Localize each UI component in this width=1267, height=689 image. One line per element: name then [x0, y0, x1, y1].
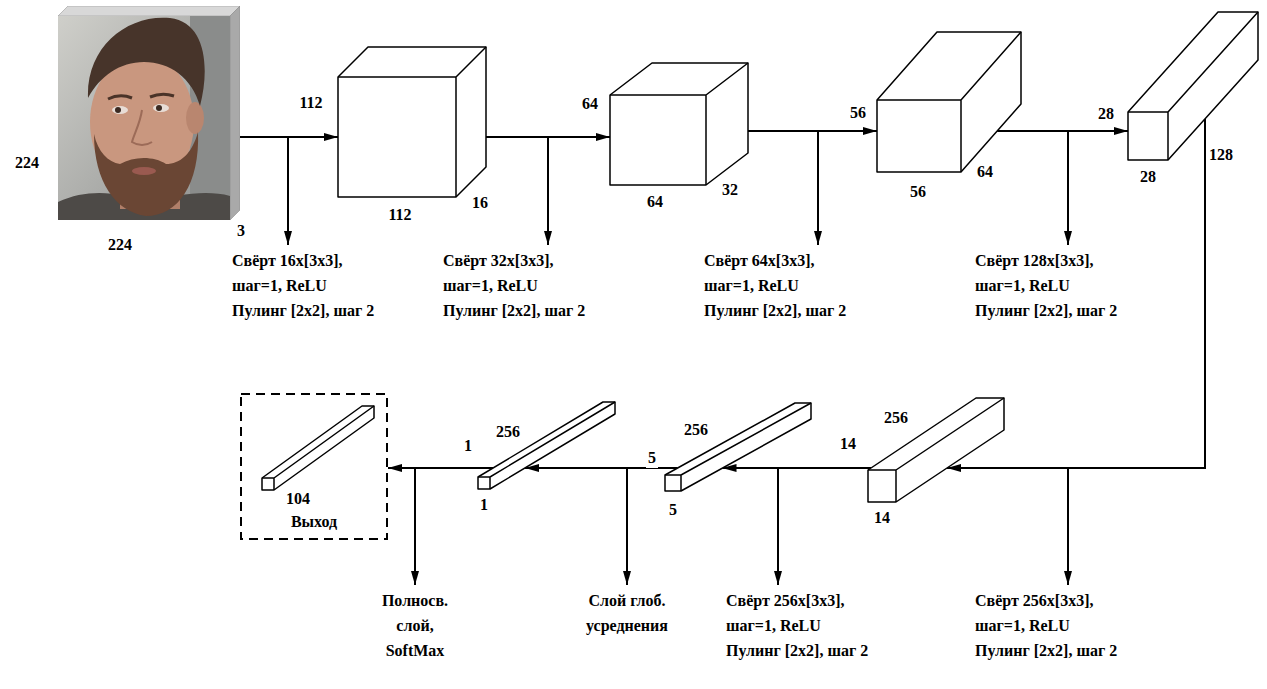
dimension-label: 5 — [646, 448, 658, 468]
dimension-label: 56 — [908, 182, 928, 202]
cuboid-outline — [338, 47, 486, 197]
flow-arrow — [723, 467, 871, 469]
dimension-label: 3 — [235, 221, 247, 241]
label-pointer — [1067, 131, 1069, 245]
photo-eye — [153, 104, 169, 112]
output-frame: Выход 104 — [240, 393, 388, 540]
cuboid-outline — [262, 406, 374, 490]
dimension-label: 32 — [720, 180, 740, 200]
cuboid-edge — [262, 406, 374, 490]
dimension-label: 56 — [848, 103, 868, 123]
layer-caption: Свёрт 32x[3x3], шаг=1, ReLU Пулинг [2x2]… — [443, 248, 588, 323]
cuboid-outline — [665, 403, 811, 491]
dimension-label: 14 — [838, 434, 858, 454]
feature-map-block: 565664 — [877, 32, 1021, 172]
flow-arrow — [748, 130, 877, 132]
photo-brow — [108, 96, 132, 99]
face-photo — [58, 6, 240, 220]
photo-background — [58, 16, 230, 220]
dimension-label: 14 — [872, 508, 892, 528]
label-pointer — [414, 468, 416, 585]
dimension-label: 64 — [645, 192, 665, 212]
cuboid-outline — [262, 406, 374, 490]
layer-caption: Свёрт 16x[3x3], шаг=1, ReLU Пулинг [2x2]… — [232, 248, 377, 323]
flow-arrow — [388, 467, 493, 469]
dimension-label: 128 — [1207, 145, 1235, 165]
cuboid-outline — [338, 47, 486, 197]
cuboid-outline — [868, 398, 1004, 502]
label-pointer — [1067, 468, 1069, 585]
dimension-label: 64 — [975, 162, 995, 182]
label-pointer — [547, 137, 549, 245]
output-vector: 104 — [262, 406, 374, 490]
dimension-label: 256 — [882, 408, 910, 428]
cuboid-edge — [478, 402, 615, 489]
cuboid-outline — [478, 402, 615, 489]
dimension-label: 112 — [297, 93, 324, 113]
feature-map-block: 55256 — [665, 403, 811, 491]
cuboid-edge — [665, 403, 811, 491]
label-pointer — [287, 137, 289, 245]
cuboid-outline — [1128, 12, 1258, 160]
dimension-label: 64 — [580, 94, 600, 114]
cuboid-edge — [610, 63, 748, 185]
layer-caption: Полносв. слой, SoftMax — [382, 588, 448, 663]
dimension-label: 16 — [470, 193, 490, 213]
label-pointer — [626, 468, 628, 585]
photo-edge — [230, 6, 240, 220]
dimension-label: 1 — [478, 495, 490, 515]
photo-mouth — [132, 167, 156, 175]
layer-caption: Свёрт 256x[3x3], шаг=1, ReLU Пулинг [2x2… — [726, 588, 871, 663]
cuboid-edge — [877, 32, 1021, 172]
label-pointer — [777, 468, 779, 585]
photo-hair — [88, 18, 205, 106]
cuboid-outline — [610, 63, 748, 185]
cuboid-outline — [610, 63, 748, 185]
dimension-label: 5 — [667, 500, 679, 520]
layer-caption: Свёрт 64x[3x3], шаг=1, ReLU Пулинг [2x2]… — [704, 248, 849, 323]
cuboid-edge — [868, 398, 1004, 502]
input-image: 2242243 — [58, 6, 240, 220]
photo-edge — [58, 6, 240, 16]
dimension-label: 28 — [1096, 104, 1116, 124]
feature-map-block: 2828128 — [1128, 12, 1258, 160]
dimension-label: 28 — [1138, 167, 1158, 187]
photo-brow — [150, 94, 174, 97]
feature-map-block: 1414256 — [868, 398, 1004, 502]
dimension-label: 224 — [106, 235, 134, 255]
layer-caption: Слой глоб. усреднения — [586, 588, 668, 638]
cuboid-outline — [877, 32, 1021, 172]
layer-caption: Свёрт 256x[3x3], шаг=1, ReLU Пулинг [2x2… — [975, 588, 1120, 663]
cuboid-edge — [1128, 12, 1258, 160]
dashed-frame — [241, 394, 387, 539]
dimension-label: 104 — [284, 489, 312, 509]
dimension-label: 256 — [494, 422, 522, 442]
dimension-label: 224 — [13, 153, 41, 173]
cuboid-outline — [1128, 12, 1258, 160]
photo-nose — [132, 110, 152, 145]
photo-eye — [156, 105, 162, 111]
cuboid-outline — [665, 403, 811, 491]
layer-caption: Свёрт 128x[3x3], шаг=1, ReLU Пулинг [2x2… — [975, 248, 1120, 323]
dimension-label: 256 — [682, 420, 710, 440]
photo-eye — [115, 107, 121, 113]
cuboid-outline — [478, 402, 615, 489]
cuboid-edge — [338, 47, 486, 197]
photo-eye — [112, 106, 128, 114]
feature-map-block: 11256 — [478, 402, 615, 489]
output-label: Выход — [289, 512, 339, 532]
flow-arrow — [997, 130, 1128, 132]
feature-map-block: 11211216 — [338, 47, 486, 197]
cuboid-outline — [877, 32, 1021, 172]
feature-map-block: 646432 — [610, 63, 748, 185]
photo-ear — [186, 102, 204, 134]
dimension-label: 112 — [386, 205, 413, 225]
label-pointer — [817, 131, 819, 245]
dimension-label: 1 — [462, 436, 474, 456]
